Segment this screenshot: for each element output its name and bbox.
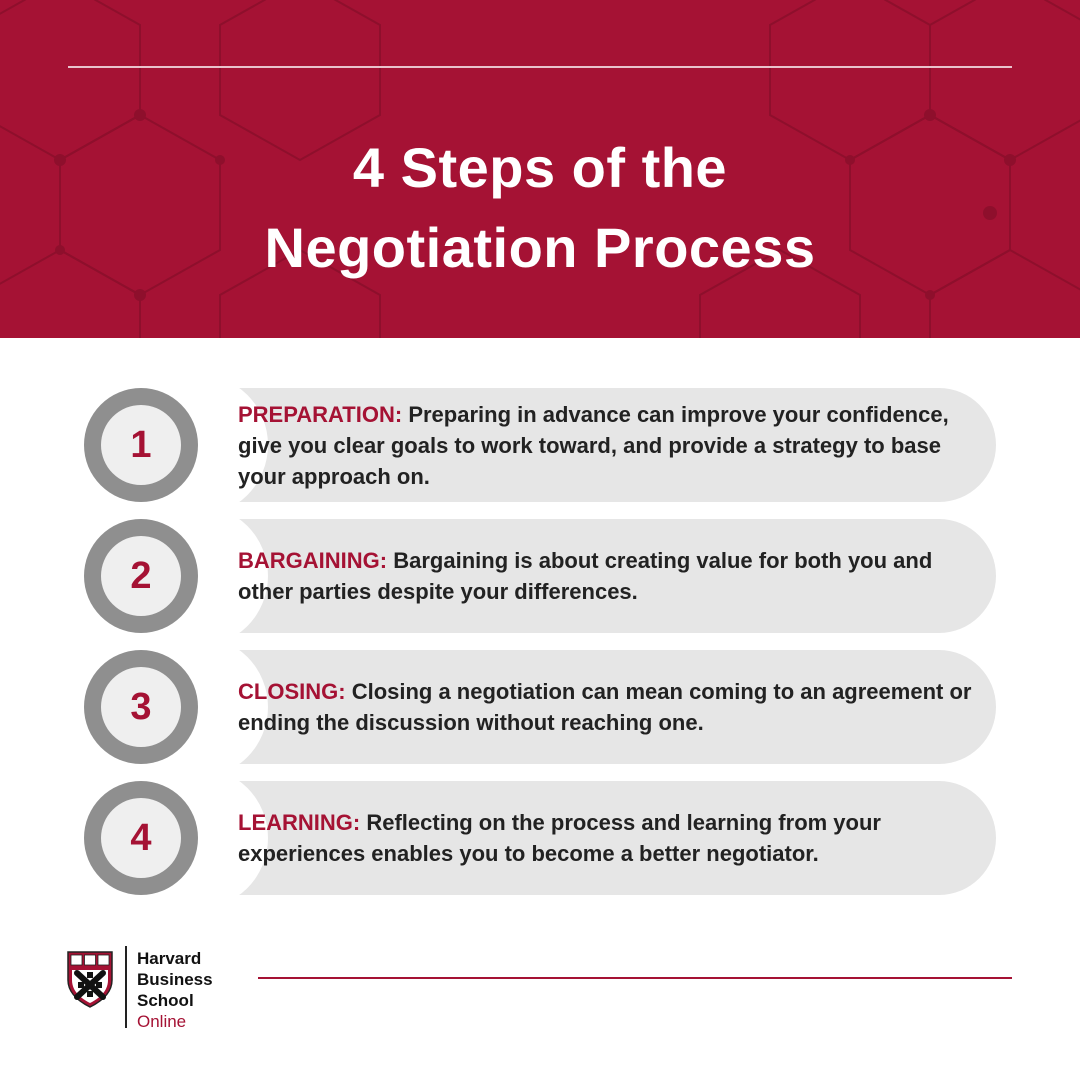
logo-line-online: Online: [137, 1012, 187, 1031]
step-number-badge: 1: [84, 388, 198, 502]
step-body: Bargaining is about creating value for b…: [238, 548, 933, 604]
hexagon-pattern: [0, 0, 1080, 338]
step-card-3: 3 CLOSING: Closing a negotiation can mea…: [84, 636, 996, 778]
step-label: PREPARATION:: [238, 401, 403, 427]
step-number: 4: [101, 798, 181, 878]
logo-line-harvard: Harvard: [137, 949, 202, 968]
step-description: LEARNING: Reflecting on the process and …: [238, 781, 976, 895]
step-number-badge: 3: [84, 650, 198, 764]
step-label: LEARNING:: [238, 810, 361, 835]
step-card-2: 2 BARGAINING: Bargaining is about creati…: [84, 505, 996, 647]
step-body: Preparing in advance can improve your co…: [238, 401, 949, 489]
step-number: 1: [101, 405, 181, 485]
logo-line-business: Business: [137, 970, 213, 989]
step-pill: [184, 519, 996, 633]
title-line-2: Negotiation Process: [264, 216, 816, 279]
step-description: CLOSING: Closing a negotiation can mean …: [238, 650, 976, 764]
step-number: 2: [101, 536, 181, 616]
step-description: BARGAINING: Bargaining is about creating…: [238, 519, 976, 633]
header-banner: 4 Steps of the Negotiation Process: [0, 0, 1080, 338]
step-number: 3: [101, 667, 181, 747]
step-description: PREPARATION: Preparing in advance can im…: [238, 388, 976, 502]
header-divider: [68, 66, 1012, 68]
logo-line-school: School: [137, 991, 194, 1010]
step-number-badge: 4: [84, 781, 198, 895]
footer-divider: [258, 977, 1012, 979]
step-label: BARGAINING:: [238, 548, 388, 573]
step-pill: [184, 650, 996, 764]
step-pill: [184, 781, 996, 895]
step-card-4: 4 LEARNING: Reflecting on the process an…: [84, 767, 996, 909]
step-body: Reflecting on the process and learning f…: [238, 810, 881, 866]
step-pill: [184, 388, 996, 502]
step-number-badge: 2: [84, 519, 198, 633]
page-title: 4 Steps of the Negotiation Process: [0, 128, 1080, 288]
logo-divider: [125, 946, 127, 1028]
step-card-1: 1 PREPARATION: Preparing in advance can …: [84, 374, 996, 516]
hbs-logo-wordmark: Harvard Business School Online: [137, 948, 213, 1032]
hbs-shield-icon: [67, 951, 113, 1008]
title-line-1: 4 Steps of the: [352, 136, 728, 199]
step-body: Closing a negotiation can mean coming to…: [238, 679, 972, 735]
step-label: CLOSING:: [238, 679, 346, 704]
